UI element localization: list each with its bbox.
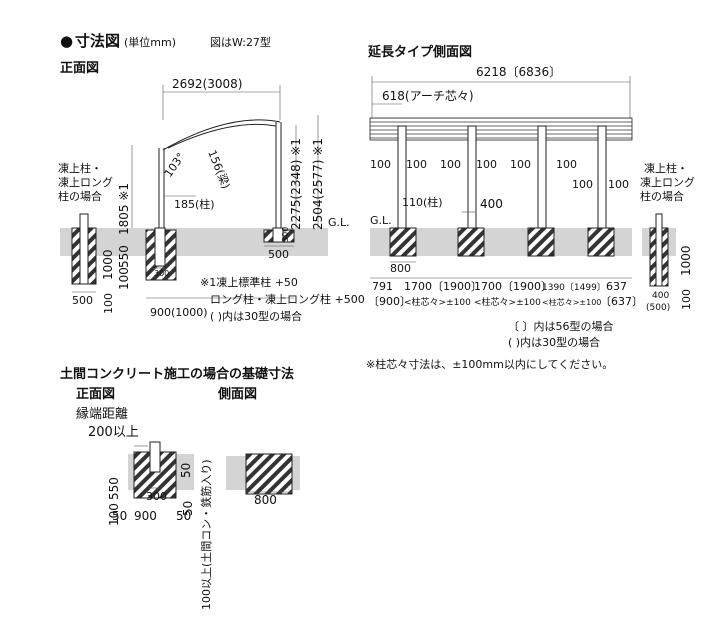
concrete-side-foundation bbox=[245, 453, 293, 495]
front-post-height: 1805 ※1 bbox=[117, 183, 131, 235]
side-dim-4-top: 637 bbox=[606, 280, 627, 293]
front-note-3: ( )内は30型の場合 bbox=[210, 309, 302, 323]
front-foot-300: 300 bbox=[154, 269, 169, 278]
concrete-heading: 土間コンクリート施工の場合の基礎寸法 bbox=[60, 366, 294, 382]
side-gap-4: 100 bbox=[510, 158, 531, 171]
side-gap-0: 100 bbox=[370, 158, 391, 171]
concrete-rebar-note: 100以上(土間コン・鉄筋入り) bbox=[199, 459, 213, 610]
side-gap-6: 100 bbox=[572, 178, 593, 191]
side-frost-line-2: 凍上ロング bbox=[640, 175, 695, 189]
concrete-front-label: 正面図 bbox=[76, 387, 115, 402]
side-dim-1-bottom: <柱芯々>±100 bbox=[404, 296, 471, 308]
side-total-length: 6218〔6836〕 bbox=[476, 65, 561, 79]
front-depth-550: 550 bbox=[117, 245, 131, 268]
side-frost-400: 400 bbox=[652, 291, 669, 301]
title-unit: (単位mm) bbox=[124, 35, 176, 49]
side-gap-3: 100 bbox=[476, 158, 497, 171]
concrete-side-label: 側面図 bbox=[217, 386, 257, 402]
concrete-w300: 300 bbox=[146, 490, 167, 503]
front-roof-arc bbox=[162, 119, 281, 151]
side-foot-800: 800 bbox=[390, 262, 411, 275]
front-note-1: ※1凍上標準柱 +50 bbox=[200, 275, 298, 289]
concrete-section: 土間コンクリート施工の場合の基礎寸法 正面図 側面図 縁端距離 200以上 55… bbox=[60, 366, 300, 610]
front-base-width: 900(1000) bbox=[150, 306, 208, 319]
concrete-d50-top: 50 bbox=[179, 463, 193, 478]
concrete-d100: 100 bbox=[107, 503, 121, 526]
front-foot-300b: 300 bbox=[281, 227, 290, 242]
title-model-note: 図はW:27型 bbox=[210, 35, 271, 49]
front-note-2: ロング柱・凍上ロング柱 +500 bbox=[210, 292, 365, 306]
side-dim-4-bottom: 〔637〕 bbox=[600, 295, 643, 308]
front-view: 正面図 G.L. 2692(3008) 103° 156(梁) 185(柱) 1… bbox=[58, 61, 365, 323]
side-dim-0-top: 791 bbox=[372, 280, 393, 293]
front-frost-100: 100 bbox=[102, 293, 115, 314]
side-gap-1: 100 bbox=[406, 158, 427, 171]
side-frost-line-1: 凍上柱・ bbox=[644, 161, 688, 175]
front-view-label: 正面図 bbox=[60, 61, 99, 76]
concrete-w50-right: 50 bbox=[176, 509, 191, 523]
front-inner-height: 2275(2348) ※1 bbox=[289, 138, 303, 230]
side-dim-2-top: 1700〔1900〕 bbox=[474, 280, 552, 293]
front-post-offset: 185(柱) bbox=[174, 197, 215, 211]
side-view: 延長タイプ側面図 6218〔6836〕 618(アーチ芯々) 100 100 1… bbox=[366, 44, 695, 371]
concrete-edge-min: 200以上 bbox=[88, 425, 139, 440]
side-frost-500: (500) bbox=[646, 303, 670, 313]
side-gl-label: G.L. bbox=[370, 214, 392, 227]
concrete-side-width: 800 bbox=[254, 493, 277, 507]
side-view-label: 延長タイプ側面図 bbox=[367, 44, 472, 60]
title-main: 寸法図 bbox=[75, 32, 120, 50]
side-frost-1000: 1000 bbox=[679, 245, 693, 276]
front-arc-length: 156(梁) bbox=[205, 148, 233, 191]
title-bullet: ● bbox=[60, 32, 73, 50]
concrete-d50-right: 50 bbox=[181, 501, 195, 516]
side-dim-0-bottom: 〔900〕 bbox=[368, 295, 411, 308]
side-pitch-400: 400 bbox=[480, 197, 503, 211]
front-depth-100: 100 bbox=[117, 267, 131, 290]
side-gap-5: 100 bbox=[556, 158, 577, 171]
side-legend-2: ( )内は30型の場合 bbox=[508, 335, 600, 349]
concrete-d550: 550 bbox=[107, 477, 121, 500]
front-frost-line-3: 柱の場合 bbox=[58, 189, 102, 203]
front-frost-500: 500 bbox=[72, 294, 93, 307]
concrete-w900: 900 bbox=[134, 509, 157, 523]
front-angle: 103° bbox=[162, 151, 188, 180]
side-dim-3-top: 1390〔1499〕 bbox=[542, 282, 606, 293]
front-frost-1000: 1000 bbox=[101, 249, 115, 280]
side-dim-3-bottom: <柱芯々>±100 bbox=[542, 297, 601, 307]
front-width-total: 2692(3008) bbox=[172, 77, 242, 91]
side-gap-7: 100 bbox=[608, 178, 629, 191]
side-frost-100: 100 bbox=[680, 289, 693, 310]
side-tolerance-note: ※柱芯々寸法は、±100mm以内にしてください。 bbox=[366, 357, 613, 371]
side-arch-pitch: 618(アーチ芯々) bbox=[382, 89, 474, 103]
front-gl-label: G.L. bbox=[328, 216, 350, 229]
side-frost-line-3: 柱の場合 bbox=[640, 189, 684, 203]
side-dim-2-bottom: <柱芯々>±100 bbox=[474, 296, 541, 308]
title-block: ● 寸法図 (単位mm) 図はW:27型 bbox=[60, 32, 271, 50]
front-foot-500b: 500 bbox=[268, 248, 289, 261]
concrete-edge-distance: 縁端距離 bbox=[76, 406, 128, 422]
side-dim-1-top: 1700〔1900〕 bbox=[404, 280, 482, 293]
front-outer-height: 2504(2577) ※1 bbox=[311, 138, 325, 230]
side-legend-1: 〔 〕内は56型の場合 bbox=[508, 319, 614, 333]
front-frost-line-1: 凍上柱・ bbox=[58, 161, 102, 175]
side-gap-2: 100 bbox=[440, 158, 461, 171]
front-frost-line-2: 凍上ロング bbox=[58, 175, 113, 189]
side-post-offset: 110(柱) bbox=[402, 195, 443, 209]
concrete-w50-left: 50 bbox=[112, 509, 127, 523]
side-roof bbox=[369, 117, 633, 141]
